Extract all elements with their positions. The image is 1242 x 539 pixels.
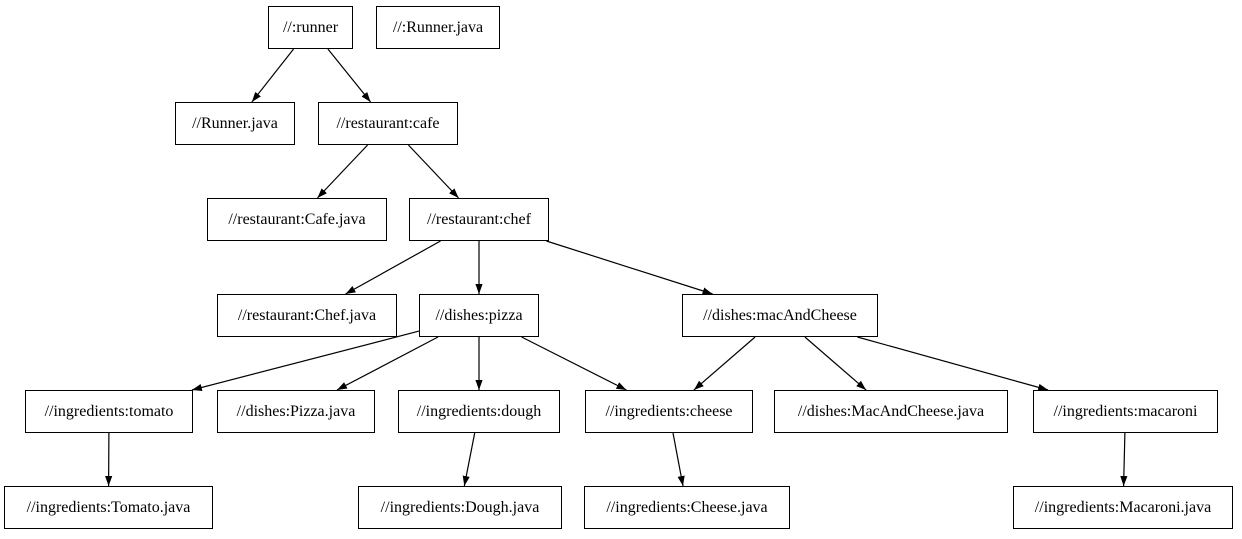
graph-edge-pizza-to-tomato	[191, 330, 420, 391]
graph-node-label: //dishes:MacAndCheese.java	[797, 402, 985, 420]
graph-edge-runner-to-cafe	[327, 48, 372, 103]
graph-node-label: //dishes:pizza	[435, 306, 523, 324]
graph-edge-pizza-to-cheese	[521, 336, 627, 391]
graph-edge-cafe-to-chef	[407, 144, 460, 199]
graph-node-label: //:runner	[282, 18, 339, 36]
graph-node-label: //restaurant:Chef.java	[237, 306, 377, 324]
graph-node-root_runner_java: //:Runner.java	[376, 6, 500, 49]
graph-edge-mac_and_cheese-to-cheese	[693, 336, 756, 391]
graph-node-macaroni_java: //ingredients:Macaroni.java	[1013, 486, 1233, 529]
graph-node-cafe: //restaurant:cafe	[318, 102, 458, 145]
graph-edge-runner-to-runner_java	[251, 48, 295, 103]
graph-node-macaroni: //ingredients:macaroni	[1033, 390, 1218, 433]
graph-node-label: //restaurant:Cafe.java	[228, 210, 366, 228]
graph-edge-cafe-to-cafe_java	[316, 144, 369, 199]
graph-node-label: //restaurant:chef	[427, 210, 531, 228]
graph-edge-cheese-to-cheese_java	[672, 432, 685, 487]
graph-node-runner: //:runner	[268, 6, 353, 49]
graph-edge-mac_and_cheese-to-mac_and_cheese_java	[804, 336, 867, 391]
graph-node-label: //dishes:Pizza.java	[236, 402, 356, 420]
graph-node-label: //ingredients:Cheese.java	[606, 498, 768, 516]
graph-node-cafe_java: //restaurant:Cafe.java	[207, 198, 387, 241]
graph-node-label: //ingredients:Tomato.java	[26, 498, 191, 516]
graph-edge-chef-to-chef_java	[345, 240, 441, 295]
graph-node-mac_and_cheese_java: //dishes:MacAndCheese.java	[774, 390, 1008, 433]
graph-node-label: //ingredients:dough	[416, 402, 542, 420]
graph-edge-dough-to-dough_java	[462, 432, 476, 487]
graph-node-label: //dishes:macAndCheese	[703, 306, 857, 324]
graph-node-pizza_java: //dishes:Pizza.java	[217, 390, 375, 433]
graph-node-cheese: //ingredients:cheese	[585, 390, 753, 433]
graph-node-label: //restaurant:cafe	[336, 114, 440, 132]
graph-node-chef_java: //restaurant:Chef.java	[217, 294, 397, 337]
graph-node-dough_java: //ingredients:Dough.java	[358, 486, 562, 529]
graph-node-label: //Runner.java	[192, 114, 278, 132]
graph-node-dough: //ingredients:dough	[398, 390, 560, 433]
graph-node-pizza: //dishes:pizza	[419, 294, 539, 337]
graph-node-label: //:Runner.java	[392, 18, 484, 36]
graph-edge-pizza-to-pizza_java	[336, 336, 439, 391]
graph-node-runner_java: //Runner.java	[175, 102, 295, 145]
graph-node-label: //ingredients:tomato	[44, 402, 174, 420]
graph-edge-macaroni-to-macaroni_java	[1120, 432, 1128, 487]
graph-node-mac_and_cheese: //dishes:macAndCheese	[682, 294, 878, 337]
graph-node-cheese_java: //ingredients:Cheese.java	[584, 486, 790, 529]
graph-node-label: //ingredients:cheese	[605, 402, 733, 420]
graph-node-tomato: //ingredients:tomato	[25, 390, 193, 433]
graph-edge-mac_and_cheese-to-macaroni	[857, 336, 1049, 391]
graph-node-chef: //restaurant:chef	[409, 198, 549, 241]
graph-node-label: //ingredients:Dough.java	[380, 498, 540, 516]
graph-edge-chef-to-mac_and_cheese	[546, 240, 713, 295]
graph-node-tomato_java: //ingredients:Tomato.java	[4, 486, 213, 529]
graph-node-label: //ingredients:Macaroni.java	[1034, 498, 1212, 516]
graph-node-label: //ingredients:macaroni	[1053, 402, 1198, 420]
